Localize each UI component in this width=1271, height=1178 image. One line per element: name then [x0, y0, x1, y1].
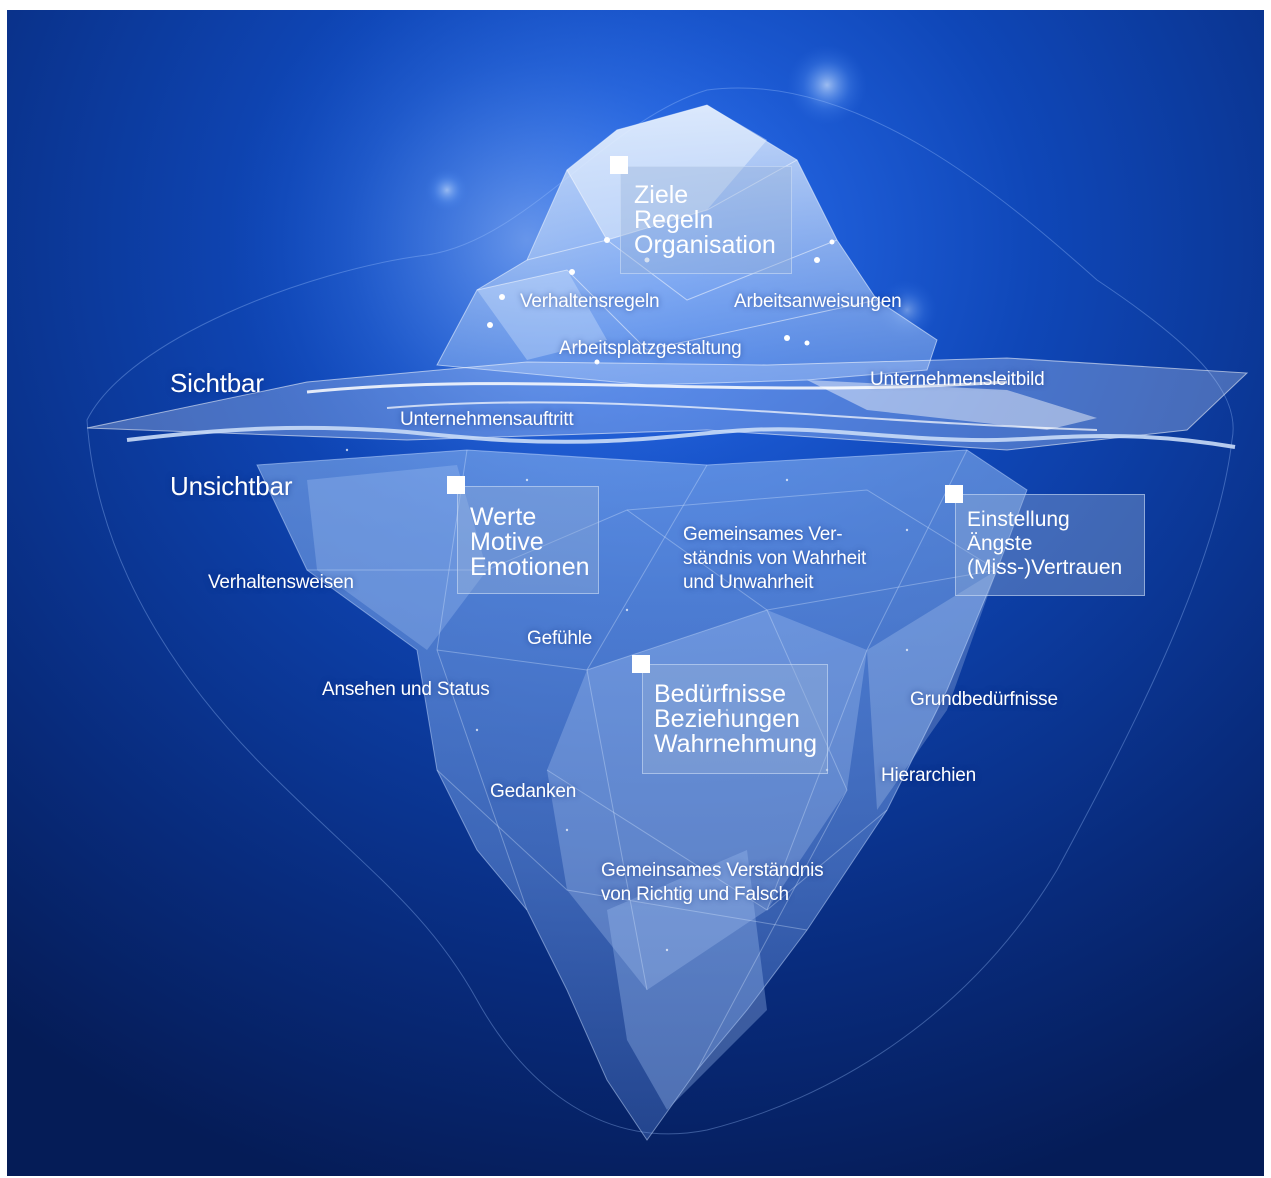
box-right-line-3: (Miss-)Vertrauen — [967, 556, 1123, 579]
box-left-line-3: Emotionen — [470, 553, 590, 581]
iceberg-illustration — [7, 10, 1264, 1176]
label-arbeitsanweisungen: Arbeitsanweisungen — [734, 291, 902, 312]
label-gedanken: Gedanken — [490, 781, 577, 802]
label-grundbeduerfnisse: Grundbedürfnisse — [910, 689, 1058, 710]
waterline — [126, 425, 1236, 449]
box-center — [642, 664, 828, 774]
iceberg-diagram: Sichtbar Unsichtbar Ziele Regeln Organis… — [7, 10, 1264, 1176]
box-left-marker — [447, 476, 465, 494]
box-left-text: Werte Motive Emotionen — [470, 505, 590, 580]
iceberg-underwater — [256, 449, 1028, 1141]
label-gefuehle: Gefühle — [527, 628, 593, 649]
label-gemeinsames-wahrheit-line-2: ständnis von Wahrheit — [683, 548, 867, 569]
box-right-text: Einstellung Ängste (Miss-)Vertrauen — [967, 508, 1122, 580]
label-gemeinsames-richtig: Gemeinsames Verständnis von Richtig und … — [601, 859, 824, 907]
box-top-line-2: Regeln — [634, 206, 714, 234]
label-verhaltensweisen: Verhaltensweisen — [208, 572, 354, 593]
box-right-line-1: Einstellung — [967, 508, 1070, 531]
box-top-marker — [610, 156, 628, 174]
box-left-line-2: Motive — [470, 528, 544, 556]
box-left — [457, 486, 599, 594]
box-top-text: Ziele Regeln Organisation — [634, 183, 776, 258]
box-right-marker — [945, 485, 963, 503]
iceberg-tip — [436, 104, 938, 386]
box-center-line-1: Bedürfnisse — [654, 680, 787, 708]
label-verhaltensregeln: Verhaltensregeln — [520, 291, 660, 312]
box-center-line-3: Wahrnehmung — [654, 730, 818, 758]
label-gemeinsames-wahrheit: Gemeinsames Ver- ständnis von Wahrheit u… — [683, 523, 866, 595]
label-gemeinsames-wahrheit-line-3: und Unwahrheit — [683, 572, 814, 593]
label-gemeinsames-wahrheit-line-1: Gemeinsames Ver- — [683, 524, 843, 545]
box-center-text: Bedürfnisse Beziehungen Wahrnehmung — [654, 682, 817, 757]
label-arbeitsplatzgestaltung: Arbeitsplatzgestaltung — [559, 338, 742, 359]
label-hierarchien: Hierarchien — [881, 765, 976, 786]
box-right-line-2: Ängste — [967, 532, 1033, 555]
label-gemeinsames-richtig-line-1: Gemeinsames Verständnis — [601, 860, 824, 881]
label-unternehmensauftritt: Unternehmensauftritt — [400, 409, 574, 430]
zone-label-visible: Sichtbar — [170, 368, 264, 398]
box-right — [955, 494, 1145, 596]
box-top-line-3: Organisation — [634, 231, 776, 259]
water-surface — [86, 357, 1249, 451]
box-left-line-1: Werte — [470, 503, 537, 531]
box-center-marker — [632, 655, 650, 673]
label-unternehmensleitbild: Unternehmensleitbild — [870, 369, 1045, 390]
label-gemeinsames-richtig-line-2: von Richtig und Falsch — [601, 884, 789, 905]
box-top — [620, 166, 792, 274]
zone-label-invisible: Unsichtbar — [170, 471, 293, 501]
box-center-line-2: Beziehungen — [654, 705, 800, 733]
label-ansehen-und-status: Ansehen und Status — [322, 679, 490, 700]
box-top-line-1: Ziele — [634, 181, 689, 209]
